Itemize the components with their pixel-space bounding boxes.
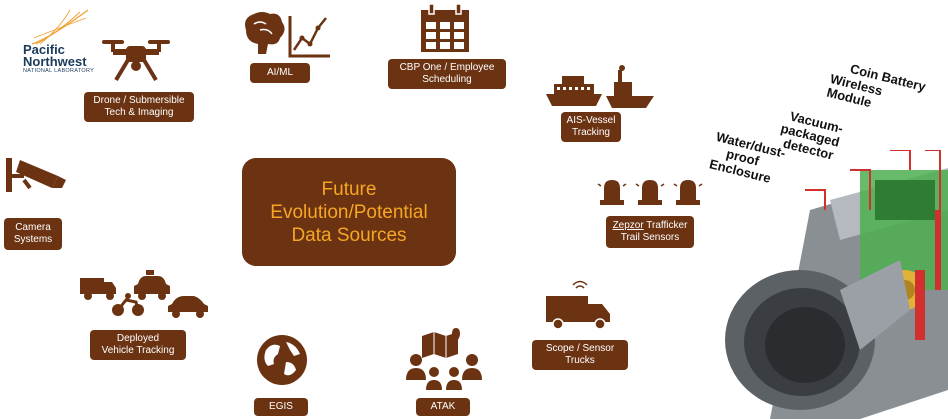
camera-box: Camera Systems bbox=[4, 218, 62, 250]
aiml-box: AI/ML bbox=[250, 63, 310, 83]
atak-line-1: ATAK bbox=[430, 401, 456, 412]
cbp-line-2: Scheduling bbox=[422, 74, 472, 85]
drone-line-1: Drone / Submersible bbox=[93, 95, 185, 106]
vehicles-icon bbox=[80, 270, 208, 318]
vehicle-line-2: Vehicle Tracking bbox=[101, 345, 175, 356]
sensor-device-illustration bbox=[725, 150, 948, 419]
zepzor-rest: Trafficker bbox=[643, 220, 688, 231]
zepzor-line-2: Trail Sensors bbox=[620, 232, 680, 243]
globe-icon bbox=[257, 335, 307, 385]
drone-icon bbox=[102, 40, 170, 82]
logo-mark-icon bbox=[31, 9, 89, 45]
logo-line-1: Pacific bbox=[23, 42, 65, 57]
aiml-line-1: AI/ML bbox=[266, 67, 294, 78]
ais-box: AIS-Vessel Tracking bbox=[561, 112, 621, 142]
center-line-2: Evolution/Potential bbox=[270, 201, 428, 223]
truck-icon bbox=[546, 280, 610, 330]
logo-line-3: NATIONAL LABORATORY bbox=[23, 68, 95, 74]
vehicle-line-1: Deployed bbox=[116, 333, 160, 344]
scope-line-1: Scope / Sensor bbox=[545, 343, 615, 354]
center-line-1: Future bbox=[321, 178, 377, 200]
cbp-box: CBP One / Employee Scheduling bbox=[388, 59, 506, 89]
center-line-3: Data Sources bbox=[291, 224, 407, 246]
zepzor-box: Zepzor Trafficker Trail Sensors bbox=[606, 216, 694, 248]
scope-box: Scope / Sensor Trucks bbox=[532, 340, 628, 370]
vehicle-box: Deployed Vehicle Tracking bbox=[90, 330, 186, 360]
brain-chart-icon bbox=[245, 12, 330, 58]
ais-line-1: AIS-Vessel bbox=[566, 115, 616, 126]
zepzor-brand: Zepzor bbox=[612, 220, 644, 231]
atak-box: ATAK bbox=[416, 398, 470, 416]
cbp-line-1: CBP One / Employee bbox=[399, 62, 495, 73]
logo-line-2: Northwest bbox=[23, 54, 87, 69]
sensor-beacons-icon bbox=[597, 180, 703, 205]
calendar-icon bbox=[421, 4, 469, 52]
egis-box: EGIS bbox=[254, 398, 308, 416]
team-map-icon bbox=[406, 328, 482, 390]
security-camera-icon bbox=[6, 158, 66, 192]
drone-line-2: Tech & Imaging bbox=[104, 107, 174, 118]
drone-box: Drone / Submersible Tech & Imaging bbox=[84, 92, 194, 122]
egis-line-1: EGIS bbox=[269, 401, 293, 412]
camera-line-2: Systems bbox=[13, 234, 53, 245]
camera-line-1: Camera bbox=[15, 222, 51, 233]
center-title-box: Future Evolution/Potential Data Sources bbox=[242, 158, 456, 266]
scope-line-2: Trucks bbox=[565, 355, 595, 366]
ship-icon bbox=[546, 65, 654, 108]
ais-line-2: Tracking bbox=[572, 127, 610, 138]
